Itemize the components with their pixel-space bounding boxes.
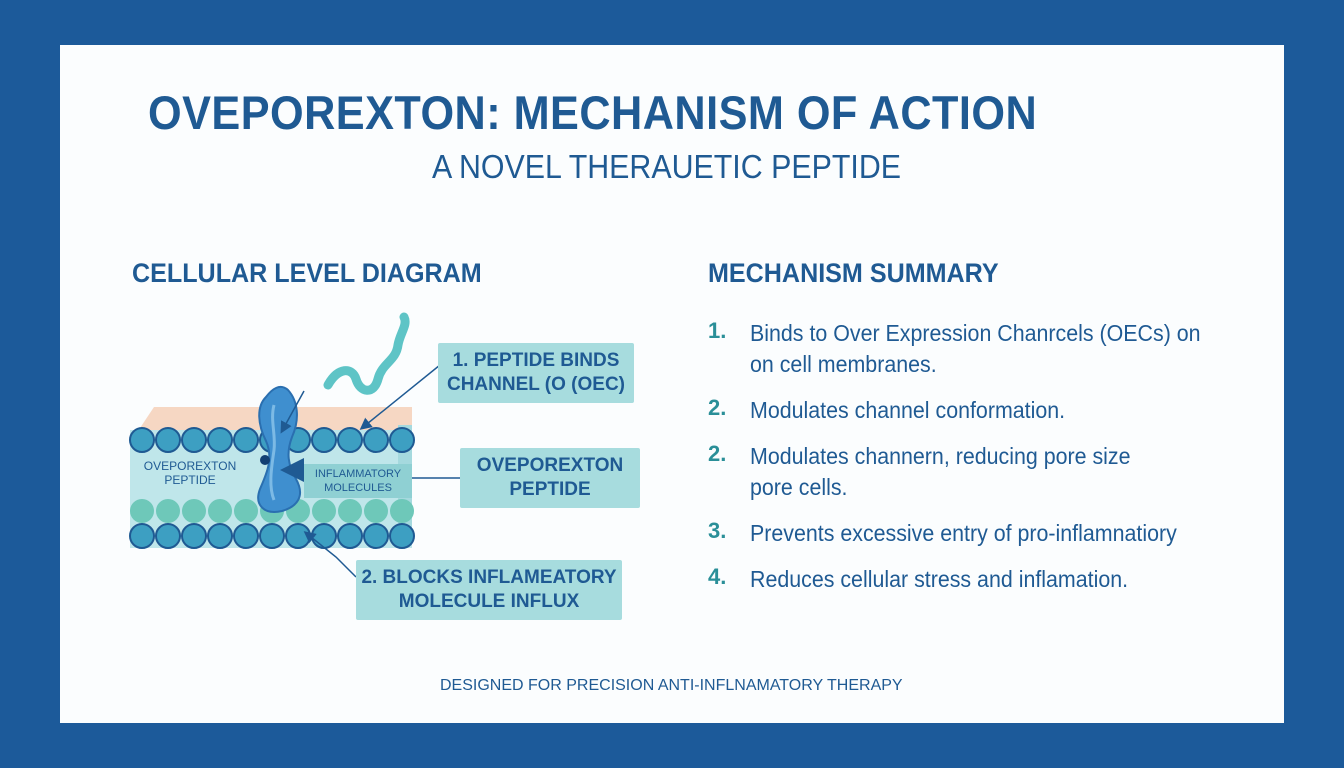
diagram-heading: CELLULAR LEVEL DIAGRAM xyxy=(132,258,482,288)
membrane-peptide-label: OVEPOREXTON PEPTIDE xyxy=(143,459,237,487)
lipid-head xyxy=(129,427,155,453)
lipid-head xyxy=(233,523,259,549)
lipid-head xyxy=(129,523,155,549)
lipid-head xyxy=(233,427,259,453)
lipid-head xyxy=(207,523,233,549)
list-item: 2. Modulates channern, reducing pore siz… xyxy=(708,441,1159,503)
lipid-head xyxy=(155,427,181,453)
lipid-head xyxy=(311,427,337,453)
lipid-head xyxy=(285,523,311,549)
page-subtitle: A NOVEL THERAUETIC PEPTIDE xyxy=(432,148,902,185)
peptide-squiggle xyxy=(323,312,410,395)
lipid-head xyxy=(338,499,362,523)
list-item: 4. Reduces cellular stress and inflamati… xyxy=(708,564,1157,595)
lipid-head xyxy=(208,499,232,523)
connector-callout-2 xyxy=(303,531,357,578)
membrane-bottom-bubbles xyxy=(129,523,415,549)
list-item: 2. Modulates channel conformation. xyxy=(708,395,1089,426)
connector-callout-1a xyxy=(359,364,441,430)
step-number: 4. xyxy=(708,564,727,589)
step-number: 3. xyxy=(708,518,727,543)
lipid-head xyxy=(364,499,388,523)
lipid-head xyxy=(363,523,389,549)
step-text: Prevents excessive entry of pro-inflamna… xyxy=(750,520,1177,546)
lipid-head xyxy=(234,499,258,523)
membrane-middle-bubbles xyxy=(130,499,414,523)
callout-peptide-binds: 1. PEPTIDE BINDS CHANNEL (O (OEC) xyxy=(438,343,634,403)
lipid-head xyxy=(337,523,363,549)
list-item: 1. Binds to Over Expression Chanrcels (O… xyxy=(708,318,1234,380)
callout-blocks-influx: 2. BLOCKS INFLAMEATORY MOLECULE INFLUX xyxy=(356,560,622,620)
inflammatory-molecules-label: INFLAMMATORY MOLECULES xyxy=(304,464,412,498)
step-text: Modulates channern, reducing pore size p… xyxy=(750,443,1131,500)
callout-oveporexton-peptide: OVEPOREXTON PEPTIDE xyxy=(460,448,640,508)
lipid-head xyxy=(130,499,154,523)
lipid-head xyxy=(181,523,207,549)
lipid-head xyxy=(311,523,337,549)
lipid-head xyxy=(155,523,181,549)
step-number: 2. xyxy=(708,441,727,466)
channel-pore xyxy=(260,455,270,465)
step-number: 2. xyxy=(708,395,727,420)
step-text: Binds to Over Expression Chanrcels (OECs… xyxy=(750,320,1201,377)
content-card: OVEPOREXTON: MECHANISM OF ACTION A NOVEL… xyxy=(60,45,1284,723)
lipid-head xyxy=(337,427,363,453)
page-title: OVEPOREXTON: MECHANISM OF ACTION xyxy=(148,86,1038,139)
membrane-top-bubbles xyxy=(129,427,415,453)
lipid-head xyxy=(389,427,415,453)
summary-heading: MECHANISM SUMMARY xyxy=(708,258,999,288)
lipid-head xyxy=(207,427,233,453)
list-item: 3. Prevents excessive entry of pro-infla… xyxy=(708,518,1209,549)
lipid-head xyxy=(363,427,389,453)
step-number: 1. xyxy=(708,318,727,343)
step-text: Reduces cellular stress and inflamation. xyxy=(750,566,1129,592)
footer-tagline: DESIGNED FOR PRECISION ANTI-INFLNAMATORY… xyxy=(440,677,903,694)
connector-callout-1b xyxy=(280,390,305,434)
lipid-head xyxy=(390,499,414,523)
lipid-head xyxy=(389,523,415,549)
lipid-head xyxy=(182,499,206,523)
step-text: Modulates channel conformation. xyxy=(750,397,1066,423)
lipid-head xyxy=(312,499,336,523)
lipid-head xyxy=(181,427,207,453)
lipid-head xyxy=(259,523,285,549)
lipid-head xyxy=(156,499,180,523)
cellular-diagram xyxy=(129,312,460,578)
